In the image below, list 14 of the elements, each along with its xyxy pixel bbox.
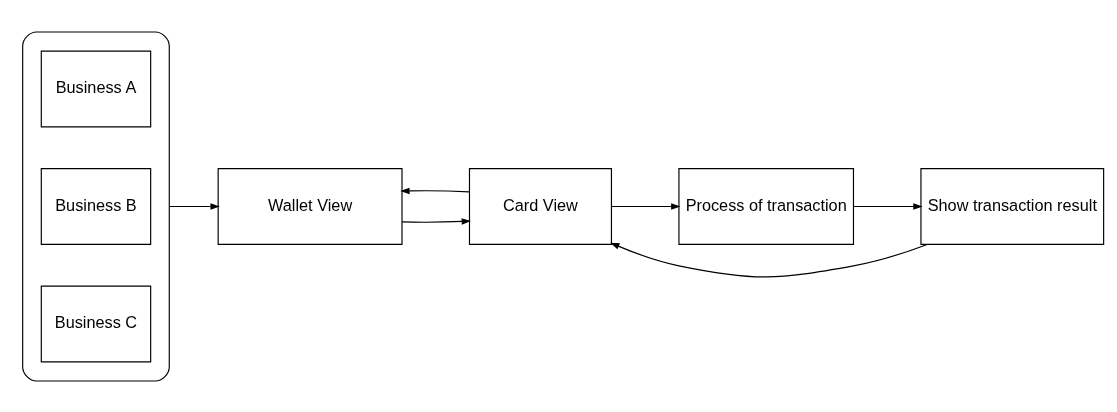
cluster [22,30,170,382]
arrow [168,202,220,210]
node-box: Card View [468,167,613,245]
node-box: Wallet View [217,167,403,245]
arrow [611,202,681,210]
node-box: Business B [40,167,152,245]
arrow [853,202,923,210]
arrow [610,242,928,277]
node-box: Business A [40,50,152,127]
node-box: Process of transaction [678,167,855,245]
arrow [401,217,471,225]
node-box: Business C [40,285,152,362]
node-box: Show transaction result [920,167,1105,245]
arrow [400,187,470,194]
